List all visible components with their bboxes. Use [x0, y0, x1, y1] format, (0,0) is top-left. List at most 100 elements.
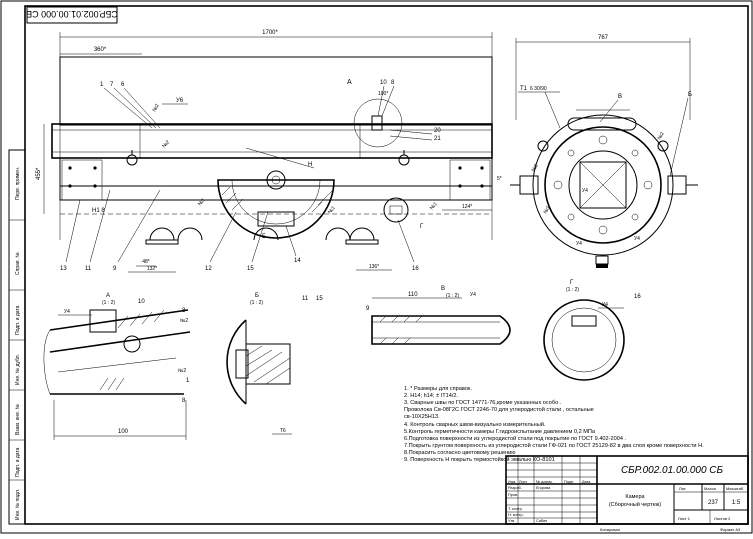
strip-label: Подп. и дата [15, 447, 21, 477]
col-scale: Масштаб [726, 486, 744, 491]
leader-7: 7 [110, 82, 114, 88]
leader-20: 20 [434, 128, 441, 134]
leader-15: 15 [247, 266, 254, 272]
mark-n1-side: №1 [543, 205, 552, 215]
callout-v: В [618, 94, 622, 100]
dim-110: 110 [408, 292, 418, 298]
note-line: 7.Покрыть грунтом поверхность из углерод… [404, 442, 704, 449]
mark-n1c: №1 [429, 201, 439, 211]
side-view: 767 Т1 6 30/90 В Б У4 У [510, 35, 698, 268]
callout-g: Г [420, 224, 424, 230]
tb-row: Утв. [508, 519, 515, 523]
note-line: 3. Сварные швы по ГОСТ 14771-76,кроме ук… [404, 400, 562, 406]
callout-b-side: Б [688, 92, 692, 98]
mark-n2b: №2 [161, 139, 171, 149]
dim-124: 124* [462, 204, 472, 210]
dim-132: 132* [147, 266, 157, 272]
mark-h18: Н1 8 [92, 208, 105, 214]
weld-u4-b: У4 [576, 241, 582, 247]
title-block: СБР.002.01.00.000 СБ Камера (Сборочный ч… [505, 455, 749, 532]
tb-developer: Егорова [536, 486, 551, 490]
detail-a-leader-8: 8 [182, 308, 186, 314]
mark-n2-side: №2 [531, 163, 540, 173]
mark-n2: №2 [152, 103, 161, 113]
detail-a-leader-8b: 8 [182, 398, 186, 404]
note-line: Проволока Св-08Г2С ГОСТ 2246-70 для угле… [404, 406, 594, 413]
side-strip: Перв. примен. Справ. № Подп. и дата Инв.… [8, 149, 26, 525]
weld-u4-detail-g: У4 [602, 302, 608, 308]
detail-b-title: Б [255, 293, 259, 299]
leader-12: 12 [205, 266, 212, 272]
detail-b-leader-15: 15 [316, 296, 323, 302]
detail-g-title: Г [570, 280, 574, 286]
detail-a-leader-10: 10 [138, 299, 145, 305]
strip-label: Инв. № подл. [15, 489, 21, 520]
weld-u4-detail-a: У4 [64, 309, 70, 315]
tb-hdr: Подп. [564, 480, 574, 484]
designation: СБР.002.01.00.000 СБ [621, 465, 724, 476]
dim-100-detail: 100 [118, 429, 129, 435]
note-line: 4. Контроль сварных швов-визуально измер… [404, 421, 546, 428]
weld-u4-c: У4 [634, 236, 640, 242]
note-line: 8.Покрасить согласно цветовому решению [404, 450, 515, 456]
strip-label: Подп. и дата [15, 305, 21, 335]
dim-48: 48* [142, 259, 150, 265]
detail-a-title: А [106, 293, 110, 299]
dim-height: 455* [36, 167, 42, 180]
format-label: Формат А3 [720, 527, 741, 532]
leader-8: 8 [391, 80, 395, 86]
callout-a: А [347, 79, 352, 86]
detail-v: В (1 : 2) 110 У4 9 [366, 286, 511, 345]
detail-g: Г (1 : 2) У4 16 [543, 280, 641, 381]
mark-n1a: №1 [197, 197, 207, 207]
detail-v-scale: (1 : 2) [446, 293, 459, 299]
tb-hdr: Дата [582, 480, 591, 484]
leader-11: 11 [85, 266, 92, 272]
detail-a-n2: №2 [178, 368, 186, 374]
detail-a-leader-1: 1 [186, 378, 190, 384]
leader-10: 10 [380, 80, 387, 86]
tb-row: Разраб. [508, 486, 522, 490]
part-name: Камера [625, 494, 645, 500]
weld-u4-detail-v: У4 [470, 292, 476, 298]
leader-21: 21 [434, 136, 441, 142]
tb-hdr: № докум. [536, 480, 553, 484]
detail-a-n2b: №2 [180, 318, 188, 324]
copied-label: Копировал [600, 527, 621, 532]
note-line: св-10Х25Н13. [404, 414, 440, 420]
scale-value: 1:5 [732, 500, 741, 506]
detail-a-scale: (1 : 2) [102, 300, 115, 306]
svg-text:СБР.002.01.00.000 СБ: СБР.002.01.00.000 СБ [26, 9, 118, 19]
dim-overall: 1700* [262, 30, 278, 36]
detail-b-scale: (1 : 2) [250, 300, 263, 306]
note-line: 6.Подготовка поверхности из углеродистой… [404, 435, 627, 442]
detail-g-leader-16: 16 [634, 294, 641, 300]
strip-label: Инв. № дубл. [15, 354, 21, 385]
detail-g-scale: (1 : 2) [566, 287, 579, 293]
weld-t6: Т6 [280, 428, 286, 434]
note-line: 9. Поверхность Н покрыть термостойкой эм… [404, 456, 555, 463]
leader-1: 1 [100, 82, 104, 88]
detail-v-title: В [441, 286, 445, 292]
technical-notes: 1. * Размеры для справок. 2. Н14; h14; ±… [404, 386, 704, 463]
weld-t1: Т1 [520, 86, 528, 92]
sheet-no: Лист 1 [678, 516, 691, 521]
tb-row: Н. контр. [508, 513, 524, 517]
tb-approver: Сибин [536, 519, 547, 523]
tb-row: Изм. [508, 480, 516, 484]
dim-136: 136* [369, 264, 379, 270]
col-mass: Масса [704, 486, 717, 491]
callout-b: Б [262, 234, 266, 240]
mark-n2-side-b: №2 [657, 131, 666, 141]
part-name-sub: (Сборочный чертеж) [609, 501, 661, 508]
detail-b-leader-11: 11 [302, 296, 309, 302]
leader-14: 14 [294, 258, 301, 264]
sheet-count: Листов 2 [714, 516, 731, 521]
detail-a: А (1 : 2) У4 100 10 8 1 №2 №2 8 [43, 293, 191, 440]
dim-side-width: 767 [598, 35, 609, 41]
note-line: 5.Контроль герметичности камеры Г.гидрои… [404, 429, 596, 435]
fillet-mark: 6 30/90 [530, 86, 547, 92]
leader-13: 13 [60, 266, 67, 272]
